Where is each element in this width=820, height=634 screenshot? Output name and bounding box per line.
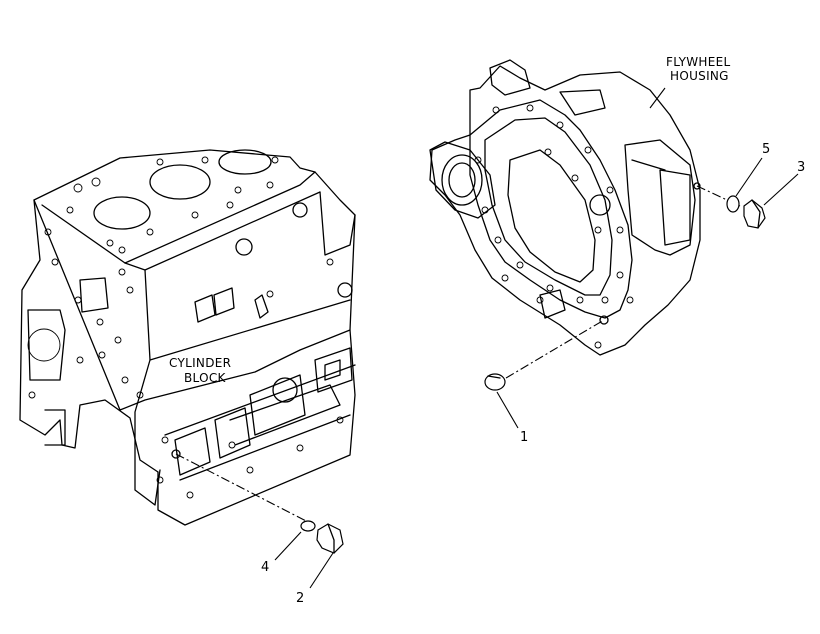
callout-5: 5 <box>762 142 770 157</box>
callout-1: 1 <box>520 430 528 445</box>
assembly-line-1 <box>505 319 605 379</box>
leader-2 <box>309 552 334 589</box>
part-4-washer <box>300 520 316 532</box>
callout-4: 4 <box>261 560 269 575</box>
cylinder-block-label-line1: CYLINDER <box>169 356 231 370</box>
flywheel-housing-label-line1: FLYWHEEL <box>666 55 730 69</box>
leader-1 <box>496 391 519 429</box>
part-1-plug <box>484 373 506 391</box>
cylinder-bore-1 <box>93 196 151 230</box>
callout-3: 3 <box>797 160 805 175</box>
plug-port-cylinder-block <box>171 449 181 459</box>
part-2-plug <box>316 523 344 554</box>
callout-2: 2 <box>296 591 304 606</box>
leader-5 <box>735 157 763 197</box>
cylinder-block-label-line2: BLOCK <box>184 371 227 385</box>
flywheel-housing-drawing <box>429 59 701 356</box>
flywheel-housing-label-line2: HOUSING <box>670 69 729 83</box>
part-3-plug <box>743 199 766 229</box>
leader-4 <box>274 531 302 561</box>
cylinder-block-drawing <box>19 149 356 526</box>
assembly-line-2 <box>175 453 309 523</box>
leader-3 <box>763 173 799 206</box>
part-5-washer <box>726 195 740 213</box>
cylinder-bore-2 <box>149 164 211 200</box>
plug-port-housing-side <box>693 182 701 190</box>
cylinder-bore-3 <box>218 149 272 175</box>
plug-port-housing-lower <box>599 315 609 325</box>
